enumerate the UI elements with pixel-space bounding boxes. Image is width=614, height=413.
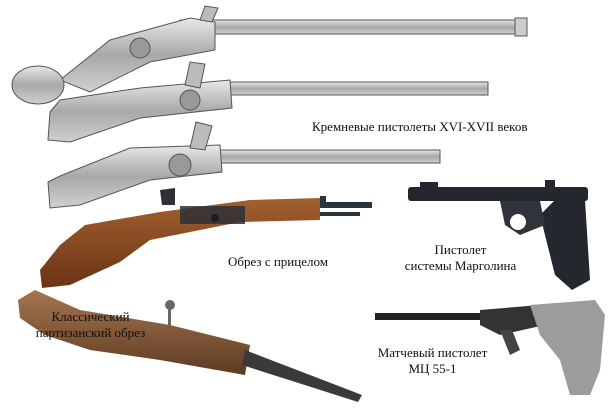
margolin-pistol	[408, 180, 590, 290]
caption-match-line2: МЦ 55-1	[408, 361, 457, 376]
flintlock-pistol-3	[47, 121, 441, 209]
caption-partisan-obrez: Классический партизанский обрез	[28, 309, 153, 341]
caption-partisan-line1: Классический	[51, 309, 130, 324]
caption-match-line1: Матчевый пистолет	[377, 345, 488, 360]
scoped-sawn-off-rifle	[40, 188, 372, 288]
caption-margolin: Пистолет системы Марголина	[398, 242, 523, 274]
partisan-sawn-off-rifle	[18, 290, 362, 402]
caption-match-pistol: Матчевый пистолет МЦ 55-1	[370, 345, 495, 377]
match-pistol-mc-55-1	[375, 300, 605, 395]
flintlock-pistol-1	[11, 5, 528, 105]
caption-flintlock-pistols: Кремневые пистолеты XVI-XVII веков	[312, 119, 528, 134]
caption-margolin-line1: Пистолет	[434, 242, 487, 257]
caption-margolin-line2: системы Марголина	[404, 258, 517, 273]
caption-partisan-line2: партизанский обрез	[35, 325, 146, 340]
flintlock-pistol-2	[47, 61, 489, 143]
caption-scoped-obrez: Обрез с прицелом	[228, 254, 328, 269]
